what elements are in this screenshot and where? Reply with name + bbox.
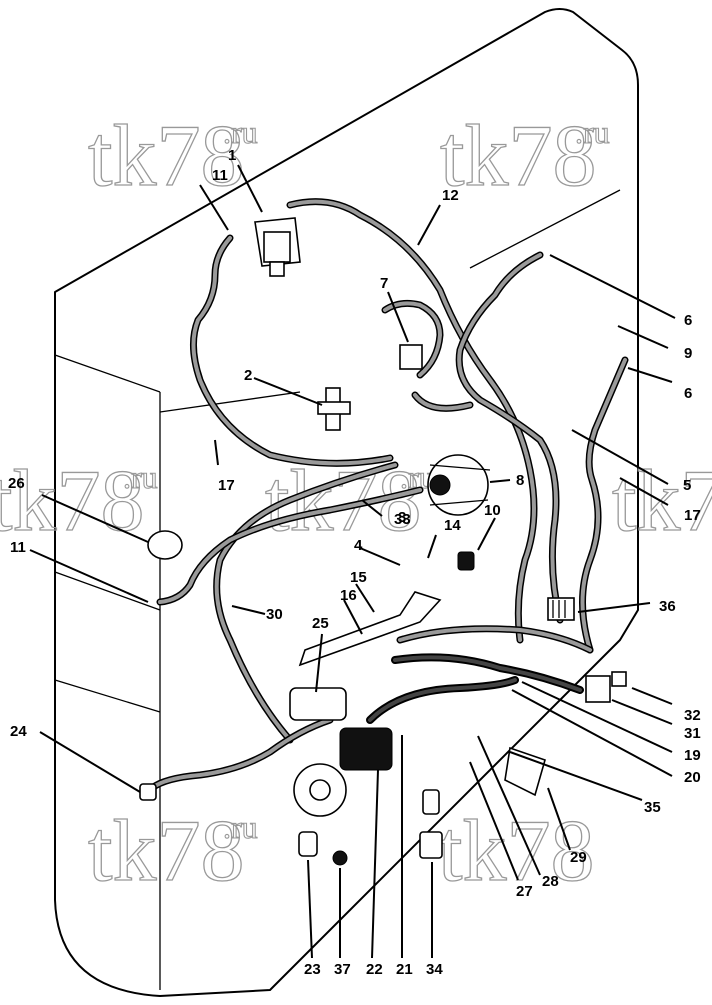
- callout-number-sensor-lead: 4: [354, 537, 363, 554]
- callout-number-filter: 34: [426, 961, 443, 978]
- alternator-part: [427, 454, 491, 516]
- callout-number-connector: 32: [684, 707, 701, 724]
- bracket-part-16: [298, 591, 442, 667]
- callout-number-relay-bracket: 1: [228, 147, 236, 164]
- callout-number-lead: 14: [444, 517, 461, 534]
- callout-number-starter: 22: [366, 961, 383, 978]
- callout-number-harness: 5: [683, 477, 691, 494]
- watermark: tk78.ru: [87, 802, 258, 900]
- sender-part: [457, 551, 475, 571]
- callout-number-bracket: 16: [340, 587, 357, 604]
- callout-number-switch: 23: [304, 961, 321, 978]
- callout-number-switch: 9: [684, 345, 692, 362]
- watermark: tk78.ru: [87, 107, 258, 205]
- callout-number-connector-end: 6: [684, 385, 692, 402]
- callout-number-connector-block: 7: [380, 275, 388, 292]
- callout-number-sensor: 28: [542, 873, 559, 890]
- watermark-suffix: .ru: [223, 114, 258, 150]
- callout-number-sender: 21: [396, 961, 413, 978]
- watermark-text: tk78: [88, 803, 244, 900]
- relay-block-part: [547, 597, 575, 621]
- connector-part-32: [585, 671, 627, 703]
- watermark-suffix: .ru: [123, 459, 158, 495]
- filter-part: [419, 789, 443, 859]
- callout-number-bracket: 29: [570, 849, 587, 866]
- battery-cables: [366, 653, 584, 724]
- clip-part-37: [332, 850, 348, 866]
- callout-number-ground-strap: 19: [684, 747, 701, 764]
- watermark-text: tk78: [0, 453, 144, 550]
- callout-number-connector-end: 6: [684, 312, 692, 329]
- solenoid-part: [289, 687, 347, 721]
- callout-number-harness: 17: [684, 507, 701, 524]
- callout-number-harness: 30: [266, 606, 283, 623]
- callout-number-ground-strap: 20: [684, 769, 701, 786]
- callout-number-clip: 37: [334, 961, 351, 978]
- callout-number-connector: 33: [394, 511, 411, 528]
- watermark-suffix: .ru: [575, 114, 610, 150]
- watermark: tk78.ru: [439, 107, 610, 205]
- callout-number-tee-fitting: 2: [244, 367, 252, 384]
- wiring-harness: [148, 198, 629, 792]
- callout-leaders: [29, 164, 676, 959]
- callout-number-sensor: 24: [10, 723, 27, 740]
- watermark-text: tk78: [88, 108, 244, 205]
- switch-part-23: [298, 831, 318, 857]
- bracket-part-29: [504, 746, 546, 797]
- sensor-part-24: [139, 783, 157, 801]
- engine-frame-outline: [54, 8, 639, 997]
- starter-part: [293, 727, 393, 817]
- connector-block-part: [399, 344, 423, 370]
- watermark-text: tk78: [438, 803, 594, 900]
- callout-number-sender: 10: [484, 502, 501, 519]
- watermark-text: tk78: [440, 108, 596, 205]
- callout-number-solenoid: 25: [312, 615, 329, 632]
- relay-bracket-part: [254, 217, 301, 277]
- callout-number-harness: 12: [442, 187, 459, 204]
- watermark: tk78: [437, 802, 595, 900]
- callout-number-sensor: 27: [516, 883, 533, 900]
- callout-number-connector: 31: [684, 725, 701, 742]
- callout-labels: 1234566789101111121415161717192021222324…: [8, 147, 701, 978]
- callout-number-horn: 26: [8, 475, 25, 492]
- horn-part: [147, 530, 183, 560]
- callout-number-harness: 17: [218, 477, 235, 494]
- callout-number-alternator-connector: 3: [398, 509, 406, 526]
- callout-number-connector-end: 11: [212, 167, 228, 184]
- callout-number-alternator: 8: [516, 472, 524, 489]
- callout-number-connector-end: 11: [10, 539, 26, 556]
- callout-number-bracket: 15: [350, 569, 367, 586]
- callout-number-relay-block: 36: [659, 598, 676, 615]
- callout-number-bracket: 35: [644, 799, 661, 816]
- tee-fitting-part: [317, 387, 351, 431]
- watermark-suffix: .ru: [223, 809, 258, 845]
- watermark: tk78.ru: [0, 452, 158, 550]
